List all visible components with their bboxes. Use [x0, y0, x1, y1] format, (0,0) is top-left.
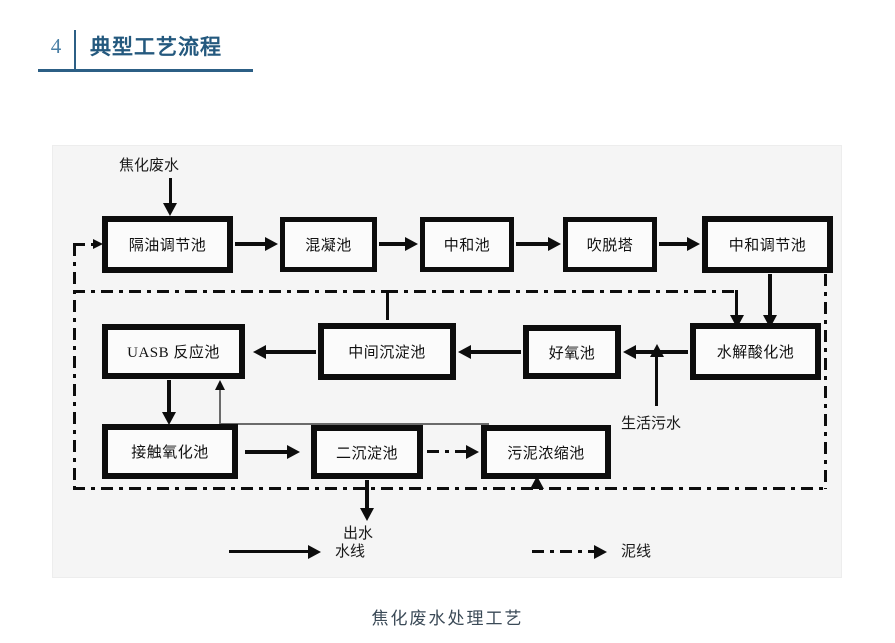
sludge-line-to-intermediate-sed [386, 290, 389, 320]
connector-neutralization-to-stripping [516, 242, 550, 246]
legend-sludge-line-arrowhead [594, 545, 607, 559]
connector-domestic-sewage-riser [655, 354, 658, 406]
connector-intermediate-sed-to-uasb [266, 350, 316, 354]
legend-water-line-label: 水线 [335, 544, 366, 560]
sludge-line-drop-to-hydrolysis [735, 290, 738, 318]
sludge-line-return-branch [73, 243, 97, 246]
arrowhead-aerobic-to-intermediate-sed [458, 345, 471, 359]
section-number: 4 [50, 34, 62, 58]
arrowhead-intermediate-sed-to-uasb [253, 345, 266, 359]
arrowhead-coagulation-to-neutralization [405, 237, 418, 251]
box-stripping-tower: 吹脱塔 [563, 217, 657, 272]
arrowhead-influent-down [163, 203, 177, 216]
arrowhead-contact-oxidation-to-secondary-sed [287, 445, 300, 459]
legend-sludge-line-label: 泥线 [621, 544, 652, 560]
box-label: 中和调节池 [728, 238, 807, 254]
arrowhead-stripping-to-neutralization-reg [687, 237, 700, 251]
arrowhead-sludge-into-thickener [530, 476, 544, 489]
box-aerobic-tank: 好氧池 [523, 325, 621, 379]
input-label-coking-wastewater: 焦化废水 [119, 158, 180, 174]
box-label: UASB 反应池 [127, 345, 220, 361]
arrowhead-effluent-down [360, 508, 374, 521]
arrowhead-secondary-to-thickener [466, 445, 479, 459]
connector-neutralization-reg-to-hydrolysis [768, 274, 772, 318]
arrowhead-recycle-to-uasb [215, 380, 225, 390]
legend-sludge-line-stroke [532, 550, 597, 553]
box-uasb-reactor: UASB 反应池 [102, 324, 245, 379]
arrowhead-oil-to-coagulation [265, 237, 278, 251]
connector-contact-oxidation-to-secondary-sed [245, 450, 289, 454]
sludge-line-secondary-to-thickener [427, 450, 469, 453]
box-label: 污泥浓缩池 [507, 445, 585, 462]
box-label: 隔油调节池 [128, 238, 207, 254]
connector-aerobic-to-intermediate-sed [471, 350, 521, 354]
sludge-line-left-upper-branch [73, 290, 389, 293]
box-label: 中间沉淀池 [348, 345, 426, 361]
box-intermediate-sedimentation-tank: 中间沉淀池 [318, 323, 456, 380]
recycle-line-vertical-left [219, 388, 221, 425]
box-label: 水解酸化池 [716, 345, 795, 361]
arrowhead-uasb-to-contact-oxidation [162, 412, 176, 425]
box-coagulation-tank: 混凝池 [280, 217, 377, 272]
box-label: 二沉淀池 [335, 445, 398, 462]
arrowhead-neutralization-to-stripping [548, 237, 561, 251]
connector-uasb-to-contact-oxidation [167, 380, 171, 416]
connector-stripping-to-neutralization-reg [659, 242, 689, 246]
box-label: 中和池 [443, 238, 491, 254]
section-header: 4 典型工艺流程 [38, 28, 253, 72]
box-label: 接触氧化池 [131, 445, 209, 461]
output-label-effluent: 出水 [343, 526, 374, 542]
legend-water-line-stroke [229, 550, 311, 553]
input-label-domestic-sewage: 生活污水 [621, 416, 682, 432]
box-neutralization-regulating-tank: 中和调节池 [702, 216, 833, 273]
box-sludge-thickening-tank: 污泥浓缩池 [481, 425, 611, 479]
sludge-line-bottom-horizontal [73, 487, 827, 490]
box-neutralization-tank: 中和池 [420, 217, 514, 272]
legend-water-line-arrowhead [308, 545, 321, 559]
connector-secondary-sed-to-effluent [365, 480, 369, 513]
box-contact-oxidation-tank: 接触氧化池 [102, 424, 238, 479]
box-label: 混凝池 [305, 238, 352, 254]
arrowhead-sludge-return-to-oil-tank [93, 239, 103, 249]
box-label: 吹脱塔 [586, 238, 634, 254]
box-oil-separation-regulating-tank: 隔油调节池 [102, 216, 233, 273]
connector-oil-to-coagulation [235, 242, 267, 246]
box-secondary-sedimentation-tank: 二沉淀池 [311, 425, 423, 479]
recycle-line-horizontal [219, 423, 489, 425]
box-hydrolysis-acidification-tank: 水解酸化池 [690, 323, 821, 380]
page-title: 典型工艺流程 [90, 35, 222, 59]
arrowhead-domestic-sewage-up [650, 344, 664, 357]
sludge-line-left-vertical [73, 244, 76, 489]
figure-caption: 焦化废水处理工艺 [371, 609, 524, 628]
connector-influent-vertical [169, 178, 172, 205]
section-divider [74, 30, 76, 69]
sludge-line-upper-horizontal [386, 290, 738, 293]
connector-coagulation-to-neutralization [379, 242, 407, 246]
process-flow-diagram: 焦化废水 隔油调节池 混凝池 中和池 吹脱塔 中和调节池 [52, 145, 842, 578]
sludge-line-right-vertical [824, 274, 827, 489]
box-label: 好氧池 [548, 345, 596, 362]
arrowhead-hydrolysis-to-aerobic [623, 345, 636, 359]
